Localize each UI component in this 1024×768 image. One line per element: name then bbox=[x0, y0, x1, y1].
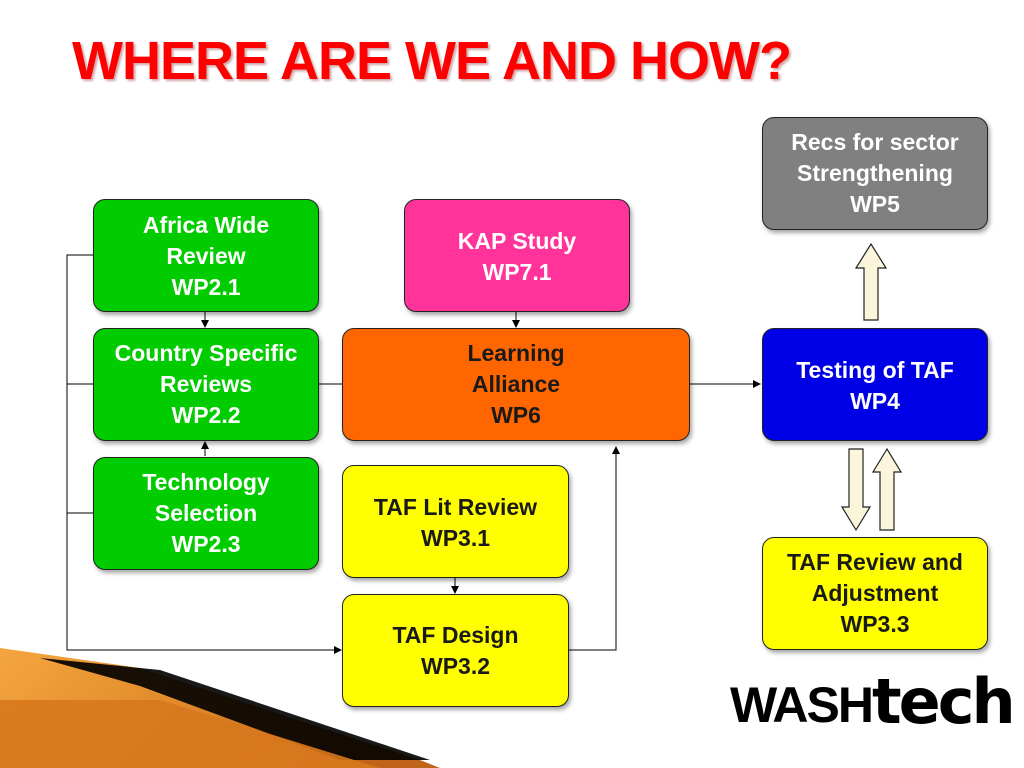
node-label: Selection bbox=[154, 500, 258, 526]
node-learning-alliance: Learning Alliance WP6 bbox=[342, 328, 690, 441]
node-code: WP3.1 bbox=[420, 525, 491, 551]
block-arrow-testing-to-recs bbox=[854, 242, 888, 321]
node-label: Recs for sector bbox=[791, 129, 959, 155]
node-label: Africa Wide bbox=[142, 212, 270, 238]
node-label: Strengthening bbox=[797, 160, 953, 186]
node-code: WP4 bbox=[850, 388, 900, 414]
node-label: TAF Lit Review bbox=[373, 494, 538, 520]
node-label: Testing of TAF bbox=[796, 357, 954, 383]
block-arrow-review-to-testing bbox=[871, 447, 903, 531]
node-taf-lit-review: TAF Lit Review WP3.1 bbox=[342, 465, 569, 578]
node-africa-wide-review: Africa Wide Review WP2.1 bbox=[93, 199, 319, 312]
block-arrow-testing-to-review bbox=[840, 448, 872, 532]
node-label: Review bbox=[166, 243, 246, 269]
node-label: TAF Design bbox=[392, 621, 519, 648]
node-technology-selection: Technology Selection WP2.3 bbox=[93, 457, 319, 570]
node-country-specific-reviews: Country Specific Reviews WP2.2 bbox=[93, 328, 319, 441]
node-code: WP3.2 bbox=[420, 652, 491, 679]
bracket-left-workpackages bbox=[66, 254, 342, 654]
node-label: Technology bbox=[142, 469, 270, 495]
node-code: WP2.3 bbox=[171, 531, 241, 557]
washtech-logo: WASH tech bbox=[730, 665, 1016, 738]
node-label: KAP Study bbox=[457, 228, 577, 254]
node-taf-review-adjustment: TAF Review and Adjustment WP3.3 bbox=[762, 537, 988, 650]
node-code: WP2.1 bbox=[171, 274, 241, 300]
page-title: WHERE ARE WE AND HOW? bbox=[72, 31, 792, 91]
node-label: Learning bbox=[467, 340, 565, 366]
logo-text-wash: WASH bbox=[730, 677, 874, 733]
node-code: WP6 bbox=[491, 402, 541, 428]
node-code: WP5 bbox=[850, 191, 900, 217]
node-label: TAF Review and bbox=[787, 549, 963, 575]
node-label: Reviews bbox=[159, 371, 253, 397]
node-recs-for-sector: Recs for sector Strengthening WP5 bbox=[762, 117, 988, 230]
node-label: Country Specific bbox=[114, 340, 298, 366]
node-code: WP7.1 bbox=[482, 259, 552, 285]
node-code: WP2.2 bbox=[171, 402, 241, 428]
node-testing-of-taf: Testing of TAF WP4 bbox=[762, 328, 988, 441]
node-label: Adjustment bbox=[811, 580, 939, 606]
node-kap-study: KAP Study WP7.1 bbox=[404, 199, 630, 312]
logo-text-tech: tech bbox=[872, 665, 1016, 738]
node-taf-design: TAF Design WP3.2 bbox=[342, 594, 569, 707]
node-code: WP3.3 bbox=[840, 611, 910, 637]
arrow-design-to-learning bbox=[569, 446, 620, 651]
node-label: Alliance bbox=[471, 371, 561, 397]
